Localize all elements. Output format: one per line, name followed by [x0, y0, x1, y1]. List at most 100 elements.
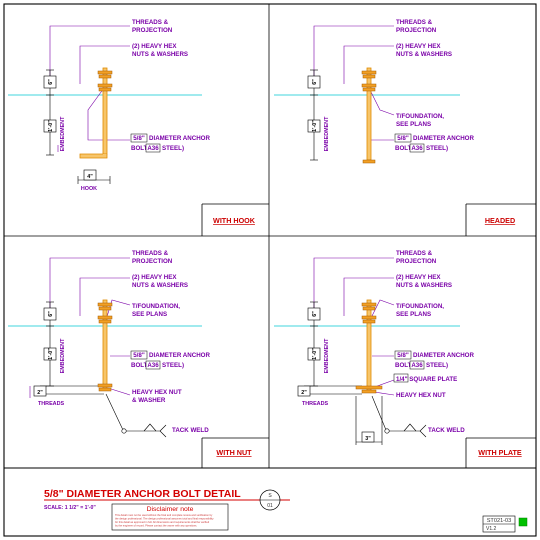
- svg-text:BOLT: BOLT: [395, 145, 412, 152]
- svg-text:5/8": 5/8": [397, 135, 409, 142]
- svg-text:A36: A36: [411, 145, 423, 152]
- dim-emb-text: 1'-0": [48, 120, 54, 132]
- svg-text:HEAVY HEX NUT: HEAVY HEX NUT: [396, 392, 446, 399]
- svg-text:PROJECTION: PROJECTION: [396, 258, 437, 265]
- svg-text:(2) HEAVY HEX: (2) HEAVY HEX: [396, 43, 441, 50]
- svg-text:BOLT: BOLT: [131, 145, 148, 152]
- svg-text:NUTS & WASHERS: NUTS & WASHERS: [132, 282, 188, 289]
- dim-emb-box: 1'-0": [43, 119, 57, 133]
- embedment-label: EMBEDMENT: [60, 116, 66, 151]
- panel-with-hook: 6" 1'-0" EMBEDMENT 4" HOOK THREADS & PRO…: [8, 19, 269, 236]
- svg-text:DIAMETER ANCHOR: DIAMETER ANCHOR: [413, 135, 474, 142]
- svg-text:THREADS &: THREADS &: [132, 19, 169, 26]
- svg-text:STEEL): STEEL): [162, 145, 184, 152]
- tack-weld-symbol: [121, 423, 167, 438]
- scale-label: SCALE: 1 1/2" = 1'-0": [44, 505, 96, 511]
- svg-text:5/8": 5/8": [133, 135, 145, 142]
- svg-text:TACK WELD: TACK WELD: [428, 427, 465, 434]
- svg-text:THREADS &: THREADS &: [396, 250, 433, 257]
- panel-title-plate: WITH PLATE: [478, 448, 522, 457]
- panel-headed: 6" 1'-0" EMBEDMENT THREADS & PROJECTION …: [274, 19, 536, 236]
- svg-text:6": 6": [312, 311, 318, 317]
- svg-text:PROJECTION: PROJECTION: [132, 258, 173, 265]
- svg-text:STEEL): STEEL): [162, 362, 184, 369]
- section-symbol: S 01: [259, 489, 281, 511]
- svg-text:(2) HEAVY HEX: (2) HEAVY HEX: [396, 274, 441, 281]
- dim-top-text: 6": [48, 79, 54, 85]
- svg-text:TACK WELD: TACK WELD: [172, 427, 209, 434]
- svg-text:the design professional. The d: the design professional. The design prof…: [115, 517, 214, 521]
- svg-text:HEAVY HEX NUT: HEAVY HEX NUT: [132, 389, 182, 396]
- svg-text:THREADS &: THREADS &: [396, 19, 433, 26]
- svg-text:NUTS & WASHERS: NUTS & WASHERS: [396, 282, 452, 289]
- svg-text:BOLT: BOLT: [395, 362, 412, 369]
- svg-text:by the engineer of record. Ple: by the engineer of record. Please contac…: [115, 524, 197, 528]
- svg-text:Disclaimer note: Disclaimer note: [147, 506, 194, 513]
- sheet-frame: [3, 3, 537, 537]
- svg-text:T/FOUNDATION,: T/FOUNDATION,: [396, 113, 444, 120]
- detail-title: 5/8" DIAMETER ANCHOR BOLT DETAIL: [44, 488, 241, 500]
- hook-dim-box: 4": [83, 169, 97, 181]
- svg-text:2": 2": [301, 390, 307, 396]
- svg-text:& WASHER: & WASHER: [132, 397, 166, 404]
- dim-top-box: 6": [43, 75, 57, 89]
- svg-text:THREADS: THREADS: [302, 401, 328, 407]
- svg-text:DIAMETER ANCHOR: DIAMETER ANCHOR: [149, 352, 210, 359]
- svg-text:6": 6": [48, 311, 54, 317]
- svg-text:(2) HEAVY HEX: (2) HEAVY HEX: [132, 274, 177, 281]
- svg-text:4": 4": [87, 174, 93, 180]
- panel-title-headed: HEADED: [485, 216, 515, 225]
- leader-lines: [49, 25, 130, 152]
- svg-text:NUTS & WASHERS: NUTS & WASHERS: [396, 51, 452, 58]
- panel-title-nut: WITH NUT: [216, 448, 252, 457]
- sheet-number-box: ST021-03 V1.2: [482, 515, 528, 533]
- svg-text:PROJECTION: PROJECTION: [132, 27, 173, 34]
- svg-text:SEE PLANS: SEE PLANS: [132, 311, 167, 318]
- svg-text:1'-0": 1'-0": [312, 348, 318, 360]
- svg-text:This detail must not be used w: This detail must not be used without the…: [115, 513, 213, 517]
- panel-with-plate: 6" 1'-0" EMBEDMENT 2" THREADS 3" THREADS…: [274, 250, 536, 468]
- svg-text:1'-0": 1'-0": [48, 348, 54, 360]
- anchor-bolt-nut: [97, 299, 113, 392]
- svg-text:2": 2": [37, 390, 43, 396]
- svg-text:V1.2: V1.2: [486, 526, 497, 532]
- svg-text:SEE PLANS: SEE PLANS: [396, 121, 431, 128]
- svg-text:EMBEDMENT: EMBEDMENT: [60, 338, 66, 373]
- svg-text:THREADS: THREADS: [38, 401, 64, 407]
- svg-text:STEEL): STEEL): [426, 362, 448, 369]
- svg-text:SEE PLANS: SEE PLANS: [396, 311, 431, 318]
- svg-text:for this detail as approved in: for this detail as approved in full. All…: [115, 520, 210, 524]
- svg-text:(2) HEAVY HEX: (2) HEAVY HEX: [132, 43, 177, 50]
- svg-text:T/FOUNDATION,: T/FOUNDATION,: [132, 303, 180, 310]
- svg-text:3": 3": [365, 436, 371, 442]
- title-block: 5/8" DIAMETER ANCHOR BOLT DETAIL SCALE: …: [44, 488, 528, 533]
- svg-text:T/FOUNDATION,: T/FOUNDATION,: [396, 303, 444, 310]
- anchor-bolt-plate: [355, 299, 383, 394]
- svg-text:ST021-03: ST021-03: [487, 518, 512, 524]
- svg-text:BOLT: BOLT: [131, 362, 148, 369]
- svg-text:STEEL): STEEL): [426, 145, 448, 152]
- svg-text:1/4" SQUARE PLATE: 1/4" SQUARE PLATE: [396, 376, 457, 383]
- svg-text:THREADS &: THREADS &: [132, 250, 169, 257]
- status-indicator: [518, 517, 528, 527]
- svg-text:EMBEDMENT: EMBEDMENT: [324, 116, 330, 151]
- disclaimer-box: Disclaimer note This detail must not be …: [111, 503, 229, 531]
- svg-text:PROJECTION: PROJECTION: [396, 27, 437, 34]
- svg-text:01: 01: [267, 503, 273, 509]
- svg-text:5/8": 5/8": [133, 352, 145, 359]
- svg-text:6": 6": [312, 79, 318, 85]
- svg-text:A36: A36: [147, 362, 159, 369]
- panel-with-nut: 6" 1'-0" EMBEDMENT 2" THREADS THREADS & …: [8, 250, 269, 468]
- svg-text:1'-0": 1'-0": [312, 120, 318, 132]
- svg-text:NUTS & WASHERS: NUTS & WASHERS: [132, 51, 188, 58]
- panel-title-hook: WITH HOOK: [213, 216, 256, 225]
- svg-text:A36: A36: [147, 145, 159, 152]
- svg-text:S: S: [268, 493, 272, 499]
- hook-label: HOOK: [81, 186, 97, 192]
- svg-text:DIAMETER ANCHOR: DIAMETER ANCHOR: [149, 135, 210, 142]
- anchor-bolt-headed: [361, 67, 377, 164]
- svg-text:5/8": 5/8": [397, 352, 409, 359]
- svg-text:DIAMETER ANCHOR: DIAMETER ANCHOR: [413, 352, 474, 359]
- anchor-bolt-hooked: [79, 67, 113, 159]
